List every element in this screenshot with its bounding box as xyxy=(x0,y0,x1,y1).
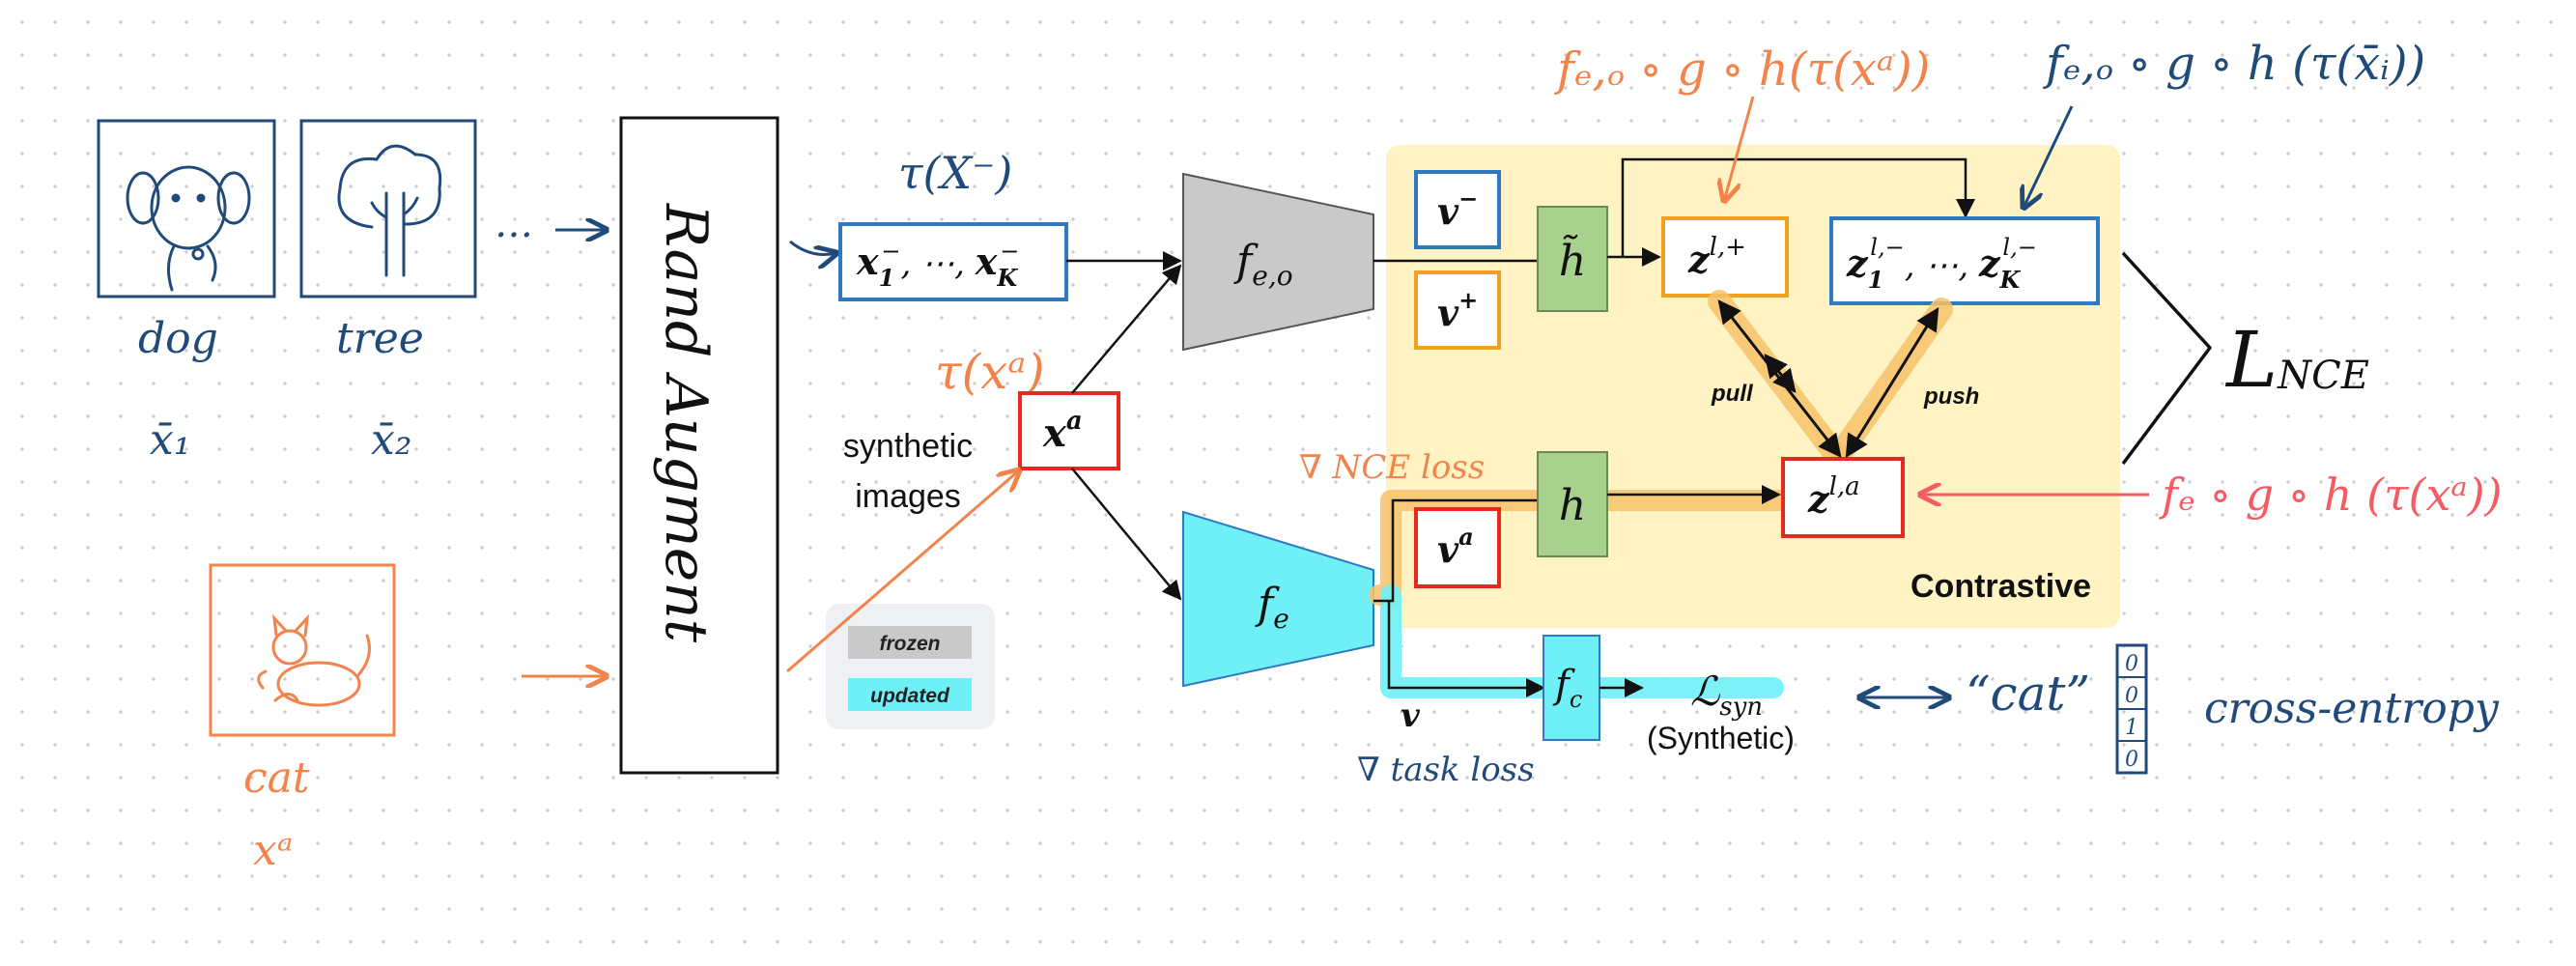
tree-var: x̄₂ xyxy=(371,415,411,465)
rand-augment-label: Rand Augment xyxy=(652,203,720,643)
contrastive-title: Contrastive xyxy=(1911,568,2091,605)
frozen-encoder-feo xyxy=(1182,172,1374,352)
v-minus-box xyxy=(1414,170,1501,249)
updated-encoder-fe xyxy=(1182,510,1374,688)
anchor-annotation: τ(xᵃ) xyxy=(935,344,1045,400)
loss-syn-caption: (Synthetic) xyxy=(1647,721,1795,755)
augment-to-anchor-arrow xyxy=(786,470,1019,673)
cross-entropy-annotation: cross-entropy xyxy=(2204,684,2500,733)
onehot-cell-3: 0 xyxy=(2125,748,2138,772)
v-plus-box xyxy=(1414,270,1501,350)
legend-updated-label: updated xyxy=(870,685,950,707)
legend-frozen-label: frozen xyxy=(880,633,941,655)
nce-brace xyxy=(2121,251,2212,466)
cat-sketch-icon xyxy=(257,613,371,707)
v-label: v xyxy=(1401,696,1421,735)
anchor-to-fe-arrow xyxy=(1071,468,1182,601)
task-loss-annotation: ∇ task loss xyxy=(1357,751,1535,789)
tree-sketch-icon xyxy=(337,144,442,277)
h-block xyxy=(1537,451,1608,557)
dog-label: dog xyxy=(138,314,218,363)
cat-label-annotation: “cat” xyxy=(1966,666,2090,722)
z-anchor-box xyxy=(1781,457,1905,538)
h-label: h xyxy=(1559,481,1586,530)
h-tilde-label: h̃ xyxy=(1559,233,1586,286)
z-pos-box xyxy=(1661,216,1789,298)
pos-formula-annotation: fₑ,ₒ ∘ g ∘ h(τ(xᵃ)) xyxy=(1554,43,1930,97)
neg-formula-annotation: fₑ,ₒ ∘ g ∘ h (τ(x̄ᵢ)) xyxy=(2043,37,2425,91)
v-minus-math: v− xyxy=(1437,185,1478,233)
anchor-math: xa xyxy=(1042,407,1083,456)
synthetic-label-line1: synthetic xyxy=(843,428,973,465)
z-neg-box xyxy=(1829,216,2100,305)
l-nce-label: LNCE xyxy=(2224,315,2369,405)
htilde-to-zneg-arrow xyxy=(1621,157,1975,257)
z-anchor-math: zl,a xyxy=(1807,472,1860,521)
dog-image xyxy=(97,119,276,298)
legend-frozen-swatch xyxy=(848,626,972,659)
negatives-entry-arrow xyxy=(789,240,836,255)
push-label: push xyxy=(1923,384,1979,410)
dog-var: x̄₁ xyxy=(150,415,190,465)
onehot-cell-1: 0 xyxy=(2125,684,2138,708)
neg-formula-pointer xyxy=(2024,105,2074,208)
pull-label: pull xyxy=(1711,381,1754,407)
fe-to-fc-line xyxy=(1387,601,1545,697)
nce-loss-annotation: ∇ NCE loss xyxy=(1299,448,1485,487)
pull-line xyxy=(1717,299,1842,458)
fe-label: fe xyxy=(1255,580,1289,635)
tree-image xyxy=(299,119,477,298)
dog-sketch-icon xyxy=(126,165,251,292)
anchor-to-feo-arrow xyxy=(1071,264,1182,394)
push-arrow xyxy=(1845,306,1939,459)
onehot-cell-2: 1 xyxy=(2125,716,2138,740)
synthetic-label-line2: images xyxy=(855,478,961,515)
v-a-box xyxy=(1414,507,1501,588)
legend-updated-swatch xyxy=(848,678,972,711)
pos-formula-pointer xyxy=(1724,96,1755,201)
fe-to-h-line xyxy=(1373,498,1538,603)
inputs-ellipsis: … xyxy=(495,202,533,246)
onehot-vector: 0 0 1 0 xyxy=(2115,643,2148,775)
anchor-box xyxy=(1018,391,1120,470)
cat-var: xᵃ xyxy=(253,826,293,875)
h-tilde-block xyxy=(1537,206,1608,312)
z-pos-math: zl,+ xyxy=(1687,233,1746,281)
negatives-math: x1−, ⋯, xK− xyxy=(856,238,1019,292)
cat-image xyxy=(209,563,396,737)
z-neg-math: z1l,−, ⋯, zKl,− xyxy=(1846,234,2037,294)
v-a-math: va xyxy=(1437,523,1474,571)
tree-label: tree xyxy=(336,314,424,363)
v-plus-math: v+ xyxy=(1437,286,1478,334)
negatives-annotation: τ(X⁻) xyxy=(898,147,1012,199)
loss-syn: ℒsyn xyxy=(1690,668,1763,722)
onehot-cell-0: 0 xyxy=(2125,652,2138,676)
anchor-formula-annotation: fₑ ∘ g ∘ h (τ(xᵃ)) xyxy=(2159,469,2503,521)
cat-label: cat xyxy=(243,753,310,803)
rand-augment-box xyxy=(619,116,779,775)
